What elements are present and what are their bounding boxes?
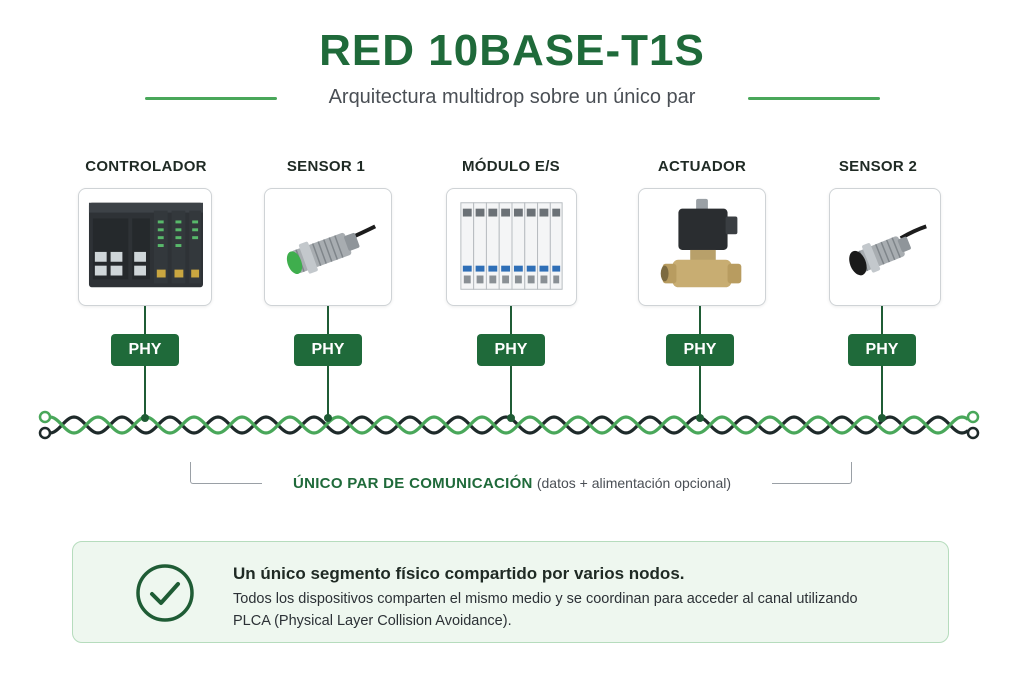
phy-chip-sensor-1: PHY — [294, 334, 362, 366]
stem-io-bottom — [510, 366, 512, 418]
bus-caption-main: ÚNICO PAR DE COMUNICACIÓN — [292, 475, 533, 492]
bus-tap-actuador — [696, 414, 704, 422]
inductive-sensor-black-icon — [849, 224, 927, 276]
node-label-sensor-1: SENSOR 1 — [286, 158, 366, 175]
node-label-controlador: CONTROLADOR — [85, 158, 207, 175]
stem-actuator-bottom — [699, 366, 701, 418]
bus-tap-sensor-1 — [324, 414, 332, 422]
node-label-actuador: ACTUADOR — [657, 158, 747, 175]
bus-caption-note: (datos + alimentación opcional) — [536, 475, 732, 491]
stem-controller-bottom — [144, 366, 146, 418]
stem-io-top — [510, 306, 512, 334]
io-module-icon — [460, 202, 563, 290]
stem-controller-top — [144, 306, 146, 334]
io-module-device-card — [446, 188, 577, 306]
subtitle-right-rule — [748, 97, 880, 100]
bus-end-right-green — [966, 410, 980, 424]
controller-device-card — [78, 188, 212, 306]
bus-end-right-dark — [966, 426, 980, 440]
bus-caption: ÚNICO PAR DE COMUNICACIÓN (datos + alime… — [0, 475, 1024, 492]
diagram-title: RED 10BASE-T1S — [319, 26, 705, 75]
phy-chip-actuador: PHY — [666, 334, 734, 366]
stem-sensor2-bottom — [881, 366, 883, 418]
subtitle-row: Arquitectura multidrop sobre un único pa… — [0, 84, 1024, 112]
bracket-label-background — [262, 473, 772, 495]
info-text: Todos los dispositivos comparten el mism… — [233, 591, 858, 629]
check-circle-icon — [136, 564, 194, 622]
stem-sensor2-top — [881, 306, 883, 334]
sensor-2-device-card — [829, 188, 941, 306]
actuator-device-card — [638, 188, 766, 306]
info-panel: Un único segmento físico compartido por … — [72, 541, 949, 643]
diagram-subtitle: Arquitectura multidrop sobre un único pa… — [328, 86, 696, 108]
bus-end-left-green — [38, 410, 52, 424]
phy-chip-controlador: PHY — [111, 334, 179, 366]
stem-sensor1-bottom — [327, 366, 329, 418]
bus-wire-green — [49, 415, 969, 435]
bus-tap-controlador — [141, 414, 149, 422]
bus-tap-modulo-es — [507, 414, 515, 422]
sensor-1-device-card — [264, 188, 392, 306]
subtitle-left-rule — [145, 97, 277, 100]
info-title: Un único segmento físico compartido por … — [233, 564, 685, 583]
stem-actuator-top — [699, 306, 701, 334]
bus-tap-sensor-2 — [878, 414, 886, 422]
inductive-sensor-green-icon — [286, 224, 377, 275]
node-label-modulo-es: MÓDULO E/S — [461, 158, 560, 175]
plc-controller-icon — [88, 202, 203, 288]
bus-end-left-dark — [38, 426, 52, 440]
phy-chip-modulo-es: PHY — [477, 334, 545, 366]
solenoid-valve-icon — [660, 198, 742, 288]
phy-chip-sensor-2: PHY — [848, 334, 916, 366]
twisted-pair-bus — [38, 410, 980, 440]
stem-sensor1-top — [327, 306, 329, 334]
node-label-sensor-2: SENSOR 2 — [838, 158, 918, 175]
